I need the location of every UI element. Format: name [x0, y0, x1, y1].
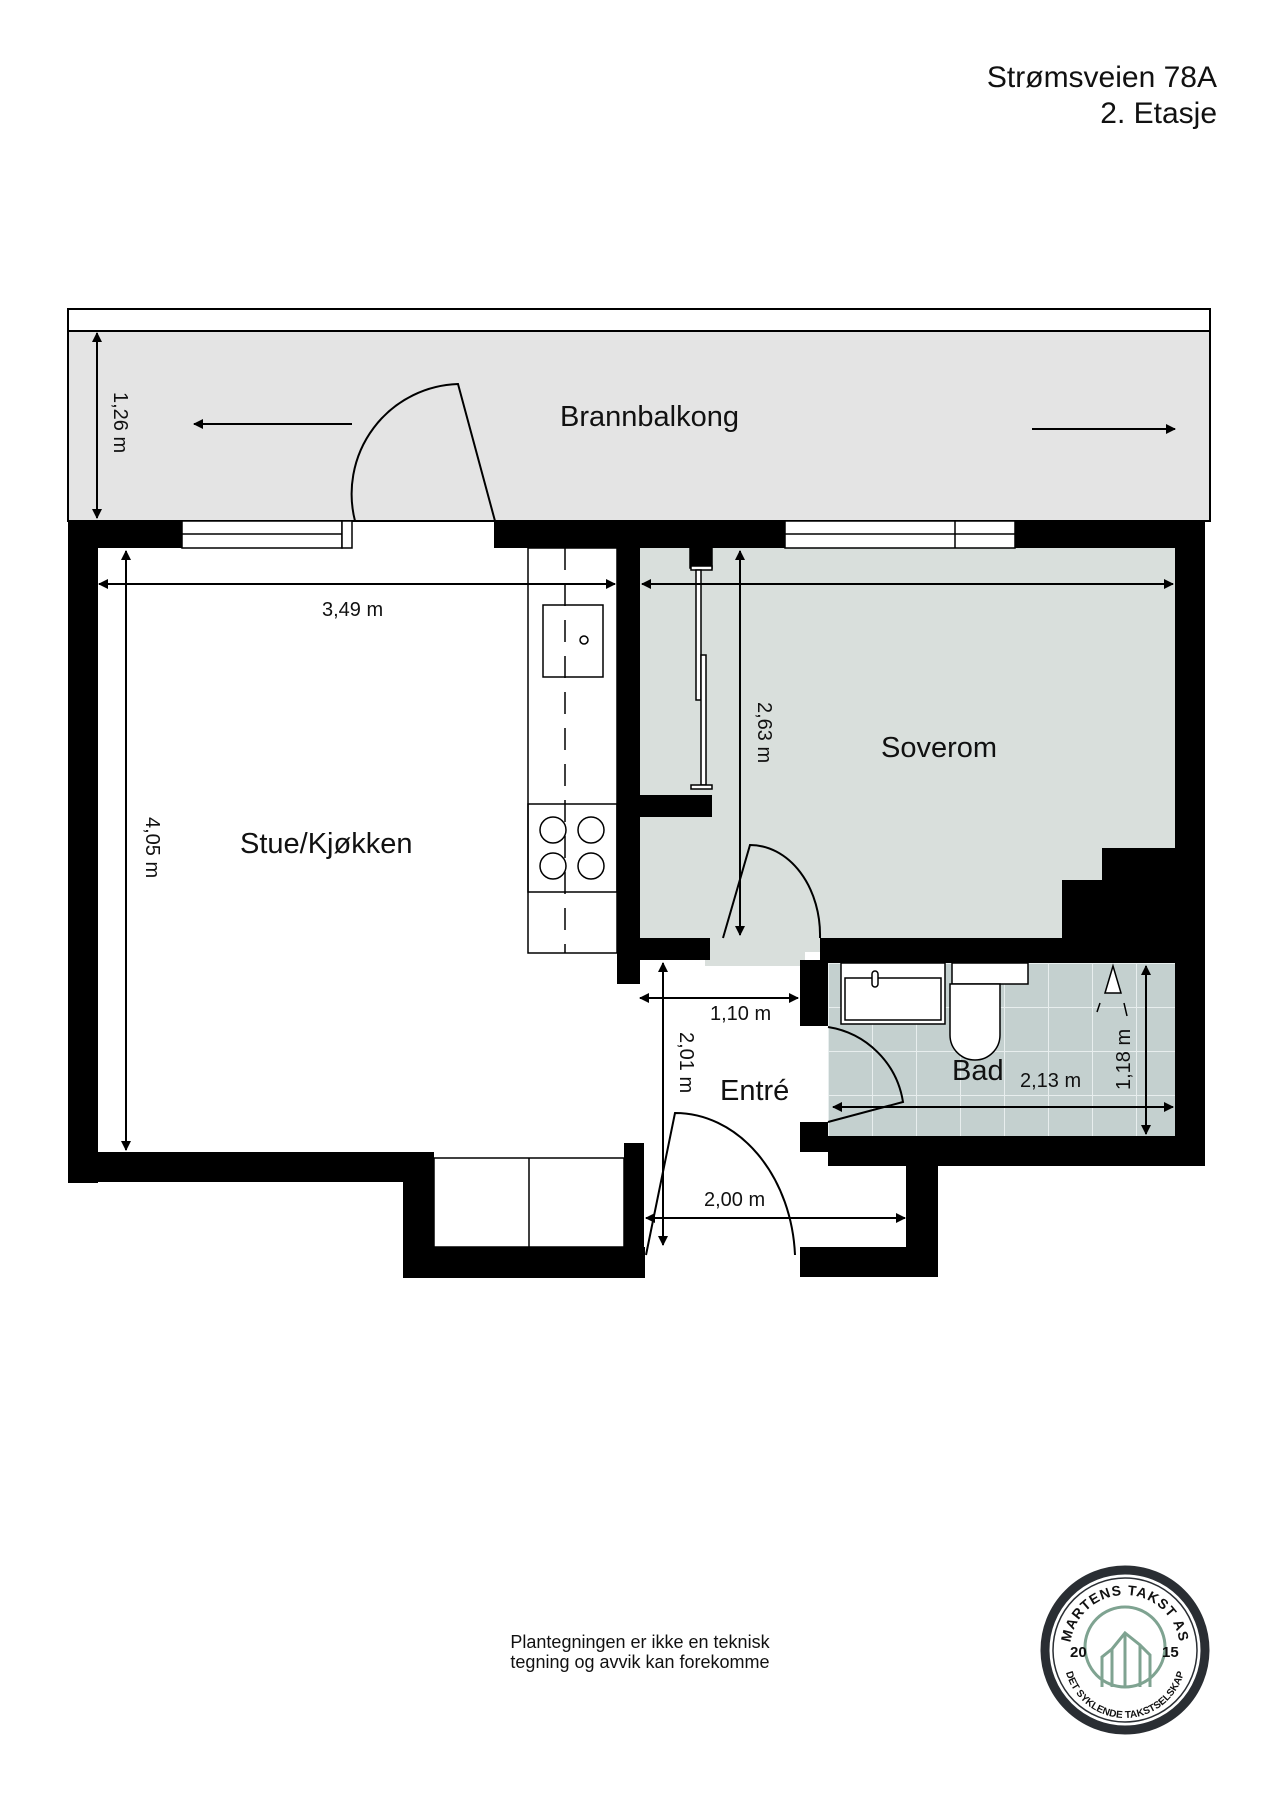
floor-title: 2. Etasje — [1100, 97, 1217, 130]
dim-bath-width: 2,13 m — [1020, 1070, 1081, 1092]
dim-balcony-depth: 1,26 m — [109, 392, 131, 453]
room-label-balcony: Brannbalkong — [560, 401, 739, 433]
dim-bedroom-length: 2,63 m — [753, 702, 775, 763]
toilet-bowl — [949, 983, 1001, 1061]
toilet-tank — [951, 962, 1029, 985]
room-label-living-kitchen: Stue/Kjøkken — [240, 828, 412, 860]
disclaimer-note: Plantegningen er ikke en teknisk tegning… — [440, 1632, 840, 1672]
address-title: Strømsveien 78A — [986, 61, 1217, 94]
bath-fixtures — [840, 962, 1128, 1061]
room-label-bathroom: Bad — [952, 1055, 1004, 1087]
shower-icon — [1103, 963, 1123, 994]
bedroom-door-gap — [705, 952, 805, 966]
kitchen-counter — [527, 547, 618, 954]
stove — [527, 803, 618, 893]
dim-bath-depth: 1,18 m — [1113, 1029, 1135, 1090]
room-label-bedroom: Soverom — [881, 732, 997, 764]
dim-entry-width: 1,10 m — [710, 1003, 771, 1025]
balcony-door — [350, 382, 496, 522]
dimension-lines — [98, 550, 1174, 1246]
dim-entry-length: 2,01 m — [675, 1032, 697, 1093]
walls — [68, 521, 1205, 1278]
company-logo: MARTENS TAKST AS DET SYKLENDE TAKSTSELSK… — [1040, 1565, 1210, 1735]
balcony — [67, 308, 1211, 522]
room-label-entry: Entré — [720, 1075, 789, 1107]
bath-door — [827, 1026, 905, 1123]
building-icon — [1100, 1630, 1152, 1687]
dim-living-width: 3,49 m — [322, 599, 383, 621]
disclaimer-line-1: Plantegningen er ikke en teknisk — [510, 1632, 770, 1652]
logo-year-left: 20 — [1070, 1644, 1087, 1661]
wardrobe-sliding-door — [689, 547, 713, 790]
logo-year-right: 15 — [1162, 1644, 1179, 1661]
bedroom-door — [722, 843, 822, 939]
disclaimer-line-2: tegning og avvik kan forekomme — [510, 1652, 770, 1672]
dim-living-length: 4,05 m — [141, 817, 163, 878]
kitchen-sink — [542, 604, 604, 678]
niche-storage — [433, 1157, 625, 1248]
entrance-door — [645, 1111, 796, 1256]
dim-entrance-width: 2,00 m — [704, 1189, 765, 1211]
plan-header: Strømsveien 78A 2. Etasje — [987, 60, 1217, 132]
windows — [181, 520, 1016, 549]
